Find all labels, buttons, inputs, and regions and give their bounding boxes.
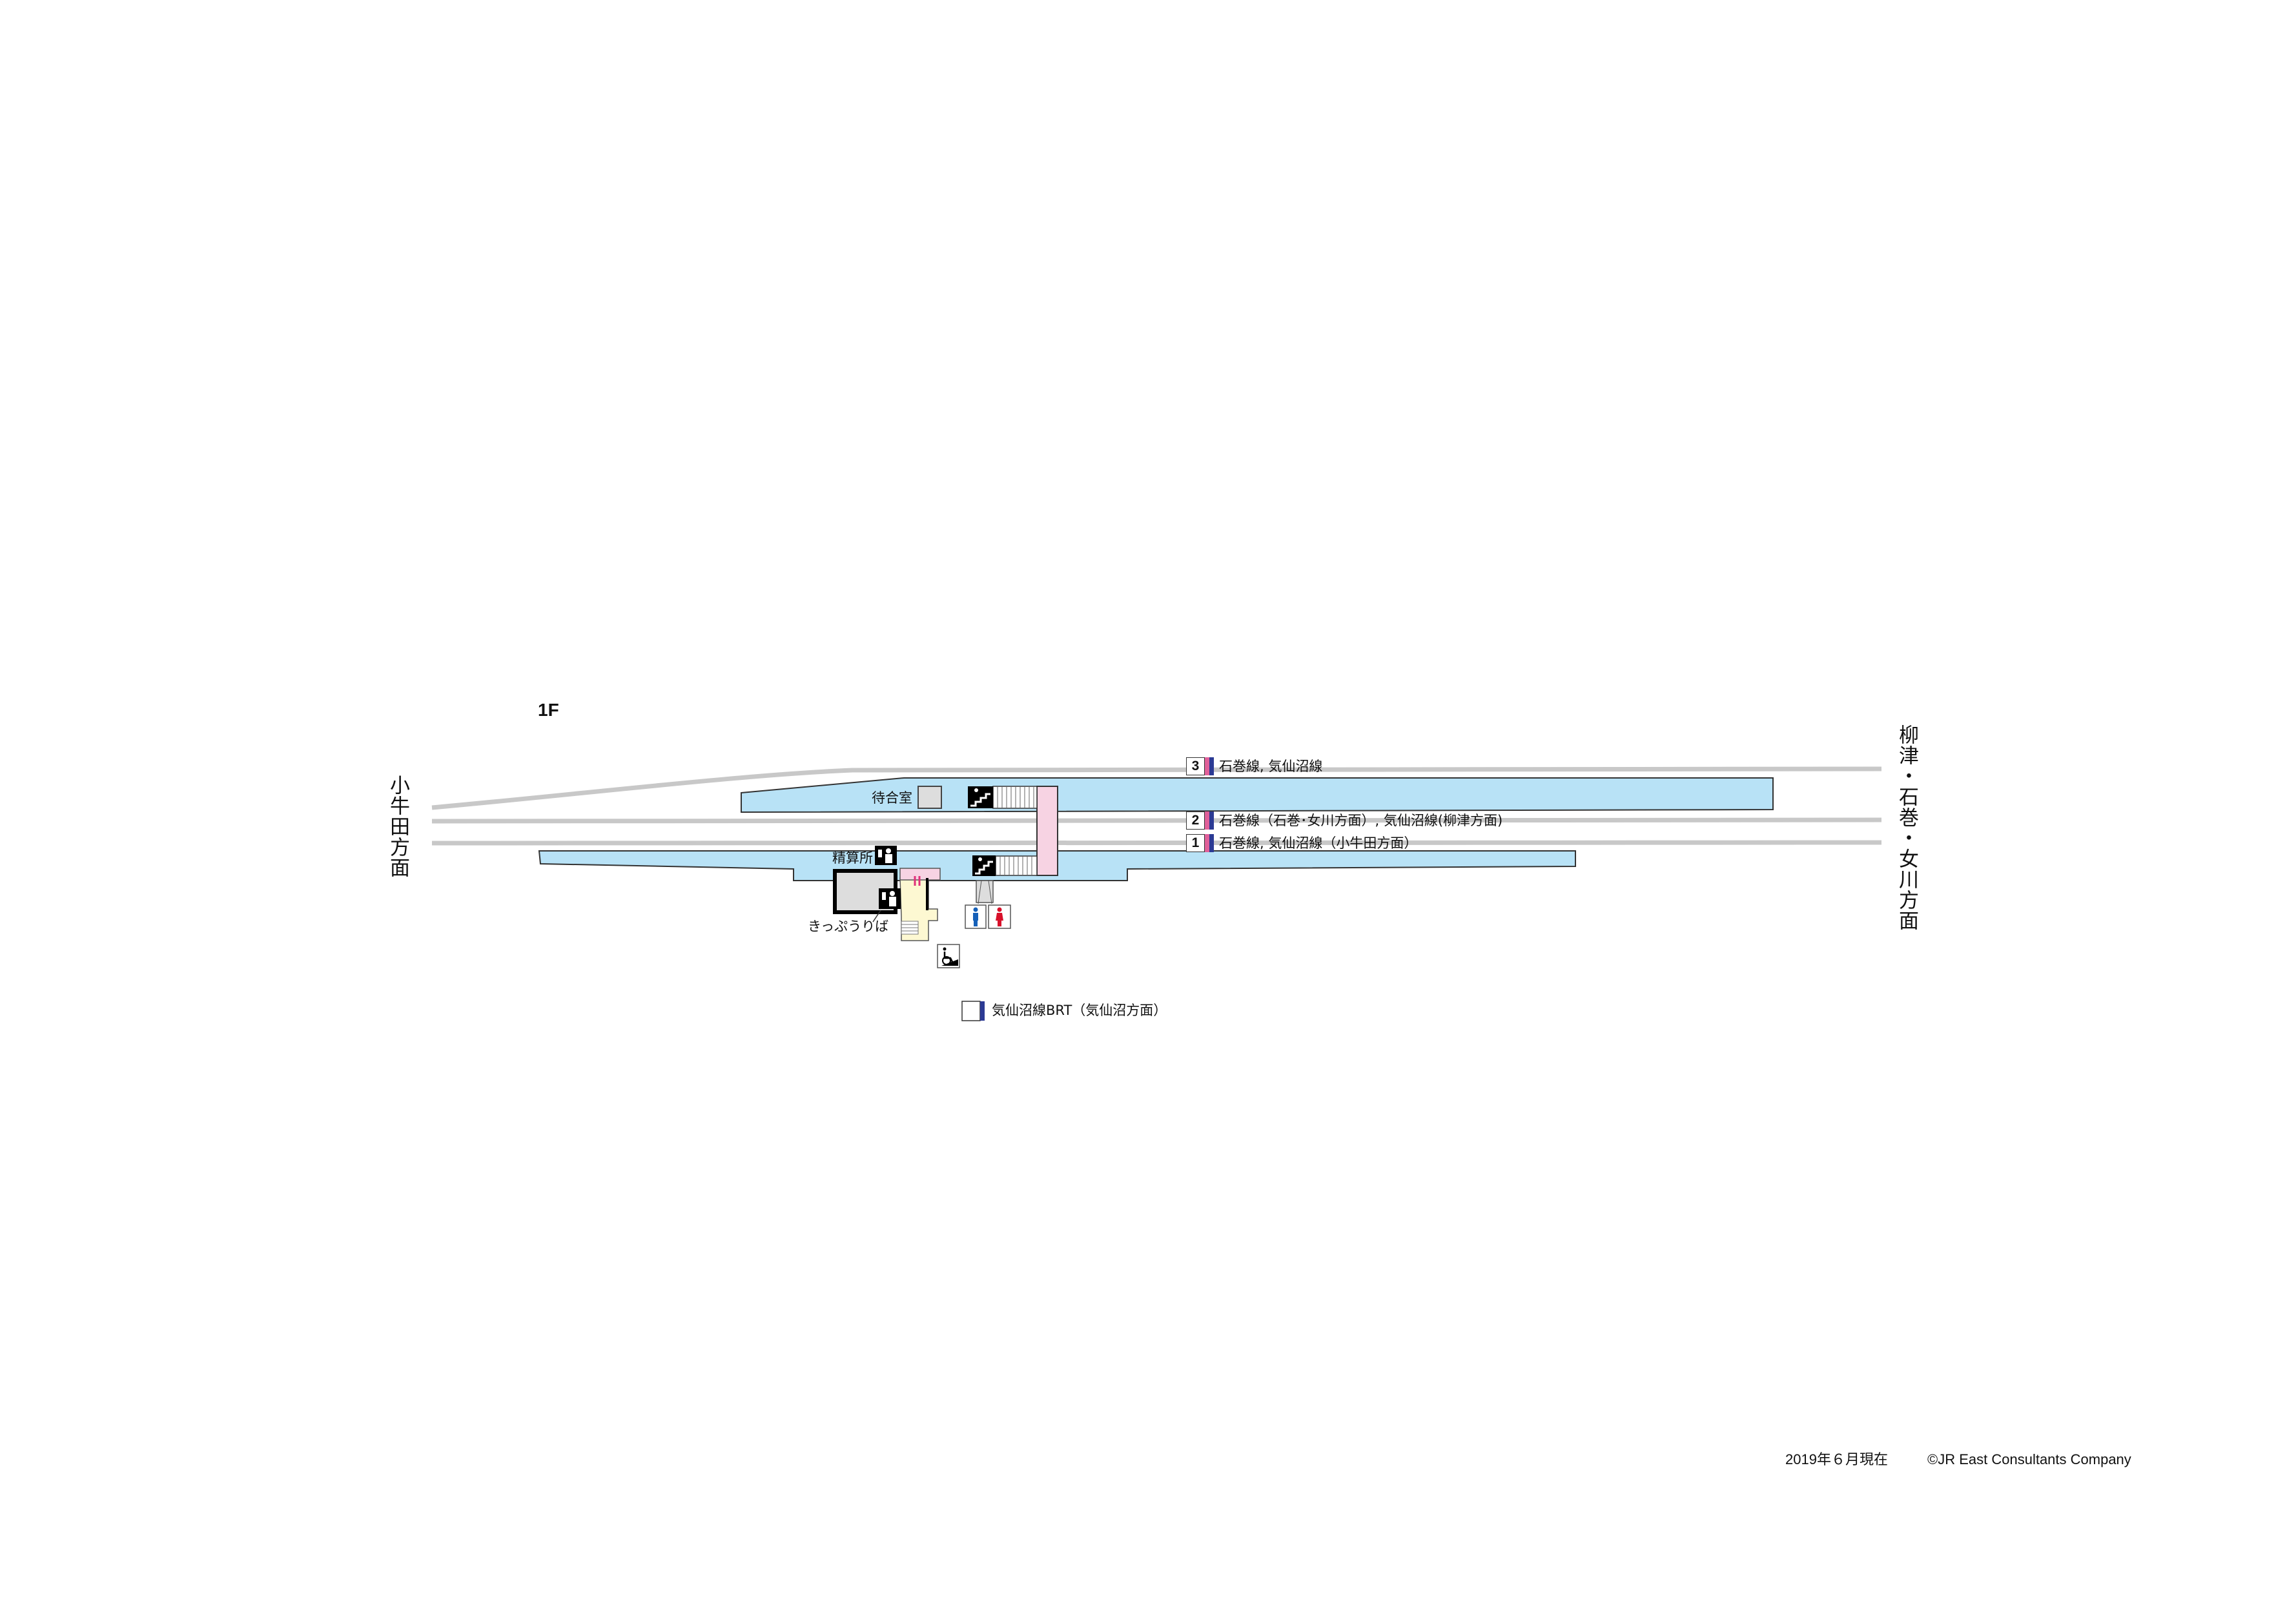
footbridge bbox=[1036, 786, 1058, 876]
stairs-lower bbox=[995, 855, 1038, 876]
track-3 bbox=[431, 766, 1882, 810]
legend-brt-label: 気仙沼線BRT（気仙沼方面） bbox=[992, 1003, 1167, 1018]
staff-icon bbox=[879, 888, 901, 909]
stairs-upper bbox=[992, 786, 1038, 809]
floor-label: 1F bbox=[538, 700, 559, 720]
copyright: ©JR East Consultants Company bbox=[1927, 1451, 2131, 1467]
platform-lines: 石巻線, 気仙沼線 bbox=[1219, 759, 1323, 774]
line-color-stripe bbox=[1205, 757, 1214, 775]
platform-number: 1 bbox=[1186, 834, 1205, 852]
ticket-office-label: きっぷうりば bbox=[808, 919, 889, 934]
steps-exit bbox=[901, 921, 919, 935]
track-1 bbox=[431, 840, 1882, 846]
staff-icon bbox=[875, 846, 897, 865]
leader-line bbox=[872, 910, 881, 923]
platform-number: 2 bbox=[1186, 812, 1205, 830]
waiting-room bbox=[917, 786, 942, 809]
line-color-stripe bbox=[1205, 812, 1214, 830]
line-color-stripe bbox=[1205, 834, 1214, 852]
direction-label-right: 柳津・石巻・女川方面 bbox=[1895, 724, 1918, 931]
ticket-gate-icon bbox=[914, 876, 921, 886]
platform-number: 3 bbox=[1186, 757, 1205, 775]
womens-toilet-icon bbox=[988, 904, 1011, 929]
toilet-passage bbox=[976, 880, 994, 904]
direction-label-left: 小牛田方面 bbox=[386, 775, 409, 878]
wheelchair-icon bbox=[937, 944, 960, 968]
legend-brt-swatch bbox=[961, 1001, 985, 1021]
waiting-room-label: 待合室 bbox=[872, 790, 912, 806]
platform-lines: 石巻線, 気仙沼線（小牛田方面） bbox=[1219, 835, 1418, 851]
stairs-icon bbox=[968, 786, 993, 808]
as-of-date: 2019年６月現在 bbox=[1785, 1451, 1888, 1467]
fare-adjustment-label: 精算所 bbox=[832, 850, 873, 866]
mens-toilet-icon bbox=[965, 904, 987, 929]
stairs-icon bbox=[972, 855, 996, 876]
platform-lines: 石巻線（石巻･女川方面）, 気仙沼線(柳津方面) bbox=[1219, 813, 1503, 828]
track-2 bbox=[431, 817, 1882, 824]
